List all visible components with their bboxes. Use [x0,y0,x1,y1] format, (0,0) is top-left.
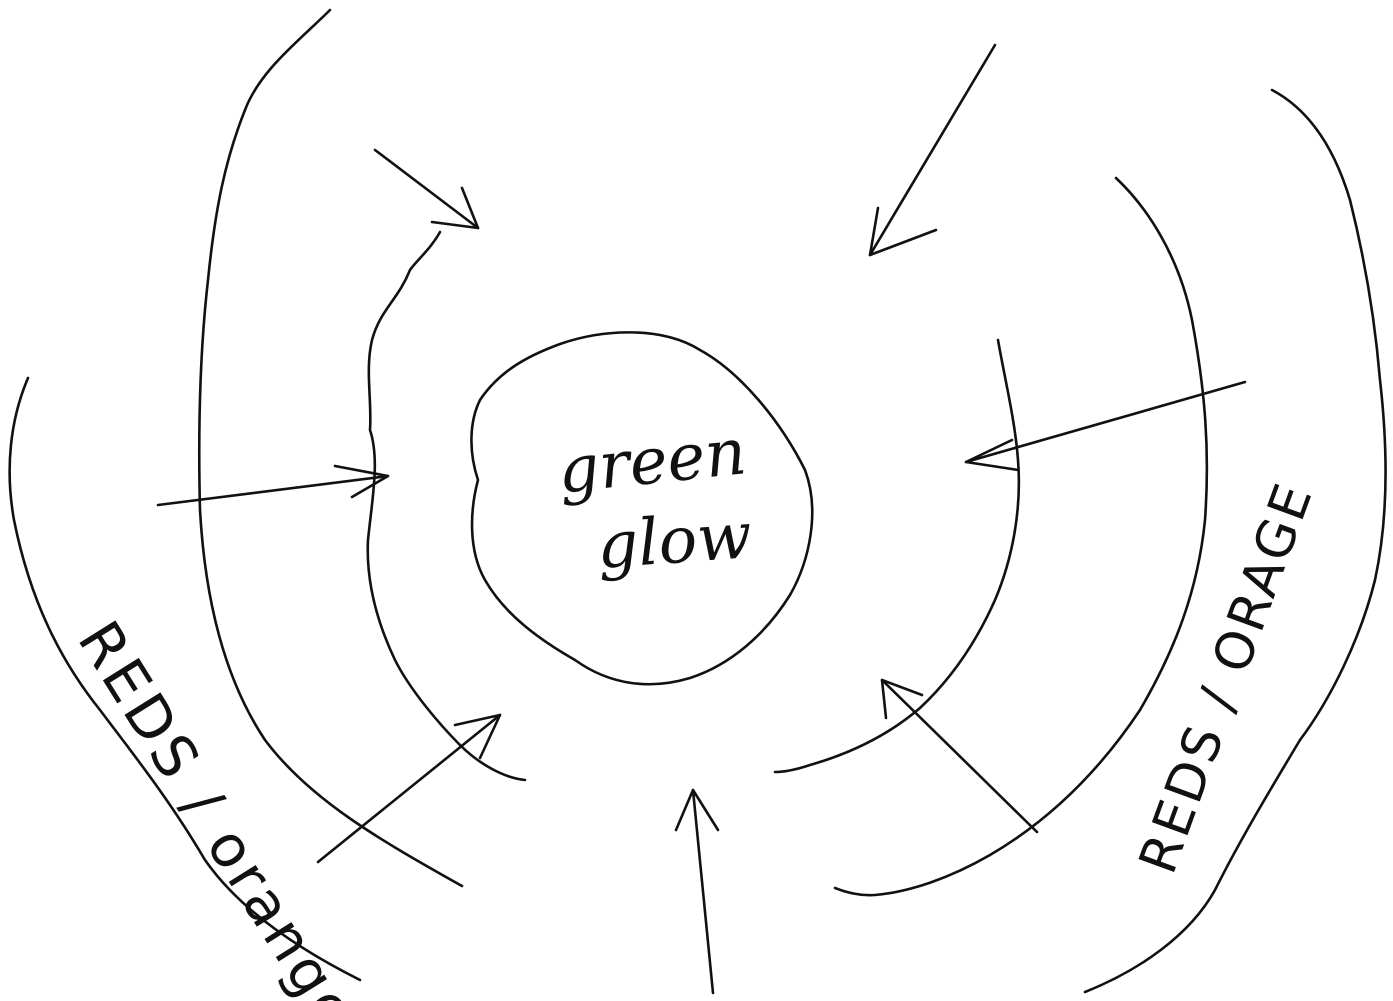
arrow-bottom-right [880,678,1039,834]
right-inner-arc [773,338,1021,774]
center-label-line2: glow [594,499,755,584]
right-outer-arc [1083,88,1387,994]
arrow-top-right [868,43,997,257]
left-inner-arc [366,230,527,782]
arrow-bottom-left [316,713,502,864]
left-outer-arc [8,376,362,982]
left-middle-arc [197,8,464,888]
arrow-top-left [373,148,480,230]
right-middle-arc [833,176,1209,897]
arrow-left-middle [156,464,390,507]
arrow-right-middle [964,380,1247,472]
arrow-bottom-center [674,788,720,995]
center-blob [470,331,814,686]
center-label-line1: green [554,415,750,509]
